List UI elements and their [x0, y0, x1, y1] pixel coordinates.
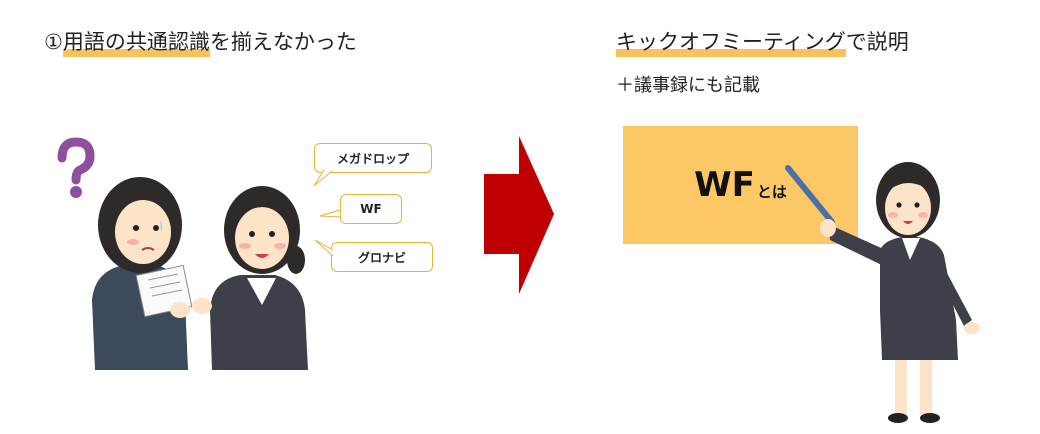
left-heading: ①用語の共通認識を揃えなかった: [44, 26, 357, 56]
bubble-tails: [313, 169, 341, 257]
right-heading-rest: で説明: [845, 30, 909, 54]
right-subheading: ＋議事録にも記載: [616, 75, 760, 96]
right-heading: キックオフミーティングで説明: [616, 26, 909, 56]
left-heading-rest: を揃えなかった: [209, 30, 357, 54]
question-mark-icon: [57, 137, 95, 198]
presenter-illustration: [785, 162, 980, 423]
board-main-text: WF: [694, 165, 755, 205]
right-heading-highlight: キックオフミーティング: [616, 30, 846, 54]
confused-people-illustration: [57, 137, 308, 370]
bubble-global-nav: グロナビ: [331, 242, 433, 272]
bubble-mega-drop: メガドロップ: [314, 143, 432, 173]
explanation-board: WF とは: [623, 126, 858, 244]
left-heading-number: ①: [44, 30, 63, 54]
pointer-stick: [785, 165, 835, 225]
board-sub-text: とは: [756, 183, 787, 201]
left-heading-highlight: 用語の共通認識: [62, 30, 210, 54]
explaining-woman: [192, 186, 308, 370]
confused-woman: [92, 177, 193, 370]
bubble-wf: WF: [340, 194, 402, 224]
right-arrow: [484, 136, 554, 294]
